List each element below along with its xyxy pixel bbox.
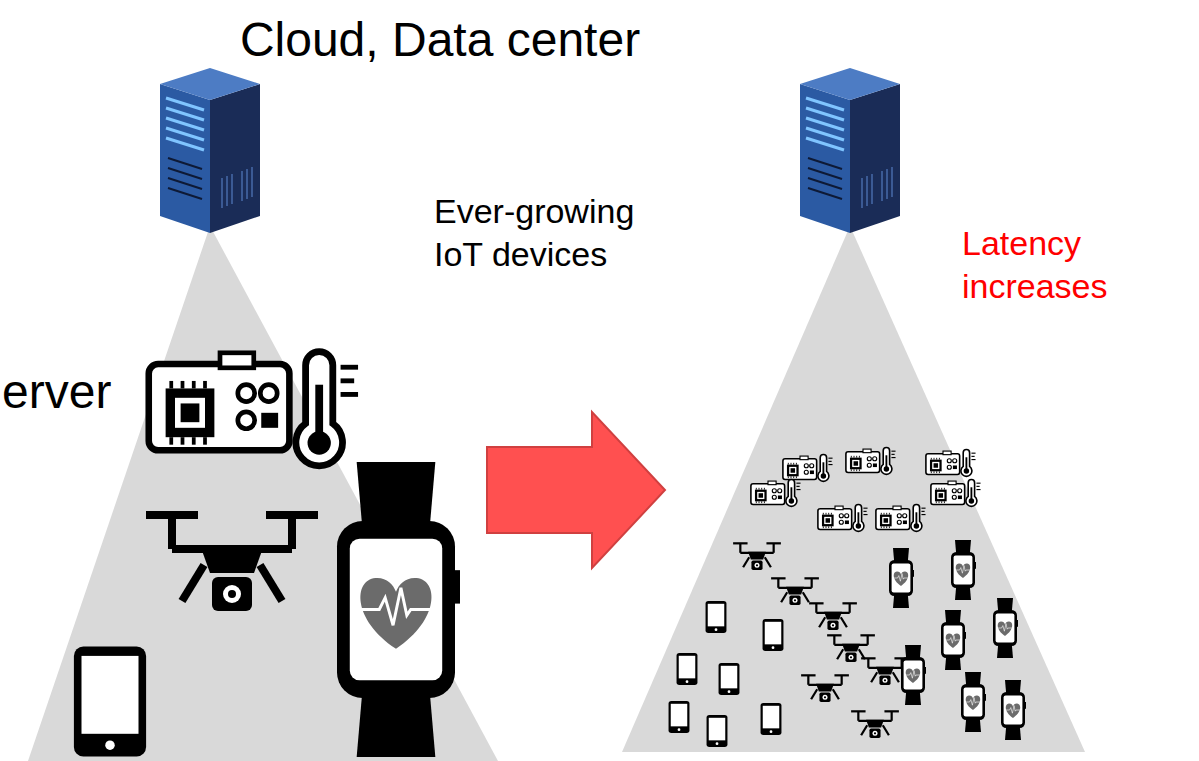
small-iot-devices	[669, 448, 1027, 747]
coverage-triangle	[622, 226, 1085, 752]
coverage-triangle	[28, 226, 498, 761]
smartwatch-icon	[337, 462, 462, 757]
diagram-title: Cloud, Data center	[240, 10, 640, 70]
thermometer-icon	[296, 352, 358, 466]
arrow-label: Ever-growing IoT devices	[434, 190, 679, 275]
drone-icon	[146, 515, 318, 611]
cut-off-label: erver	[2, 362, 111, 422]
server-icon	[160, 68, 260, 233]
tablet-icon	[74, 646, 146, 756]
growth-arrow	[487, 412, 665, 568]
server-icon	[800, 68, 900, 233]
circuit-board-icon	[149, 353, 290, 451]
latency-note: Latency increases	[962, 222, 1167, 307]
